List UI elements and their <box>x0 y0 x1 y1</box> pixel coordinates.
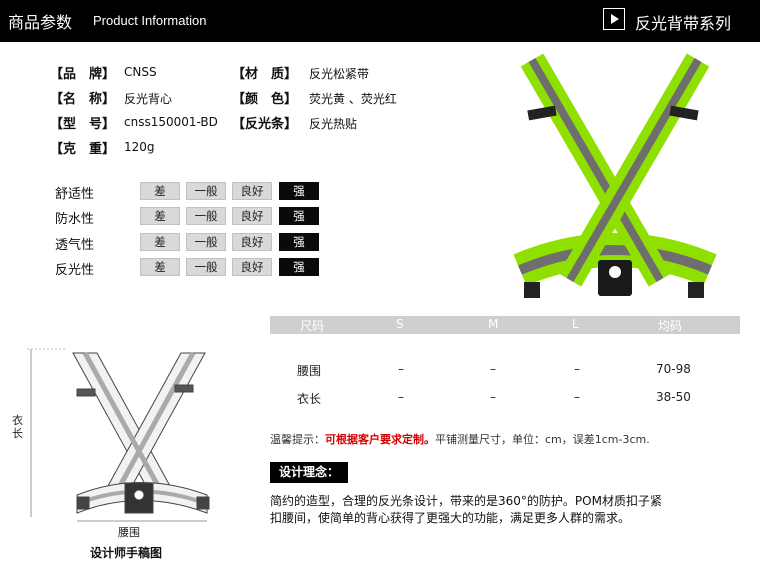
rating-option: 一般 <box>186 207 226 225</box>
spec-weight-key: 【克 重】 <box>50 142 116 157</box>
spec-material-value: 反光松紧带 <box>309 67 370 81</box>
rating-option: 强 <box>279 207 319 225</box>
concept-body: 简约的造型，合理的反光条设计，带来的是360°的防护。POM材质扣子紧扣腰间，使… <box>270 494 662 525</box>
rating-option: 差 <box>140 182 180 200</box>
spec-name-key: 【名 称】 <box>50 92 116 107</box>
rating-option: 差 <box>140 233 180 251</box>
concept-title: 设计理念： <box>270 462 348 483</box>
rating-option: 良好 <box>232 258 272 276</box>
rating-option: 良好 <box>232 233 272 251</box>
size-cell: 70-98 <box>656 362 691 376</box>
spec-strip-key: 【反光条】 <box>232 117 298 132</box>
play-icon[interactable] <box>603 8 625 30</box>
rating-option: 良好 <box>232 182 272 200</box>
spec-model-value: cnss150001-BD <box>124 115 218 129</box>
size-header-free: 均码 <box>658 319 683 333</box>
tip-custom-note: 可根据客户要求定制。 <box>325 433 435 446</box>
size-cell: – <box>490 362 496 376</box>
header-bar <box>0 0 760 42</box>
spec-color-value: 荧光黄 、荧光红 <box>309 92 397 106</box>
size-row-waist-name: 腰围 <box>297 364 322 378</box>
rating-option: 一般 <box>186 233 226 251</box>
rating-label: 舒适性 <box>55 187 95 202</box>
rating-option: 一般 <box>186 182 226 200</box>
spec-color-key: 【颜 色】 <box>232 92 298 107</box>
spec-name-value: 反光背心 <box>124 92 173 106</box>
size-cell: – <box>490 390 496 404</box>
size-cell: – <box>574 362 580 376</box>
designer-sketch-image <box>27 348 210 522</box>
rating-option: 强 <box>279 182 319 200</box>
rating-option: 差 <box>140 258 180 276</box>
section-title-en: Product Information <box>93 13 207 28</box>
rating-option: 良好 <box>232 207 272 225</box>
sketch-length-label: 衣长 <box>12 414 23 440</box>
section-title-cn: 商品参数 <box>8 13 73 32</box>
rating-option: 强 <box>279 233 319 251</box>
series-title: 反光背带系列 <box>635 14 732 33</box>
spec-brand-key: 【品 牌】 <box>50 67 116 82</box>
size-header-l: L <box>572 317 579 331</box>
size-table-header <box>270 316 740 334</box>
spec-strip-value: 反光热贴 <box>309 117 358 131</box>
sketch-waist-label: 腰围 <box>118 526 140 539</box>
rating-option: 差 <box>140 207 180 225</box>
size-header-size: 尺码 <box>300 319 325 333</box>
size-cell: 38-50 <box>656 390 691 404</box>
size-row-length-name: 衣长 <box>297 392 322 406</box>
spec-material-key: 【材 质】 <box>232 67 298 82</box>
rating-option: 一般 <box>186 258 226 276</box>
tip-details: 平铺测量尺寸，单位：cm，误差1cm-3cm. <box>435 433 650 446</box>
rating-label: 防水性 <box>55 212 95 227</box>
product-vest-image <box>513 53 717 298</box>
rating-label: 反光性 <box>55 263 95 278</box>
size-cell: – <box>574 390 580 404</box>
spec-weight-value: 120g <box>124 140 155 154</box>
size-cell: – <box>398 362 404 376</box>
spec-brand-value: CNSS <box>124 65 157 79</box>
size-header-m: M <box>488 317 499 331</box>
rating-option: 强 <box>279 258 319 276</box>
tip-prefix: 温馨提示： <box>270 433 325 446</box>
size-cell: – <box>398 390 404 404</box>
size-header-s: S <box>396 317 404 331</box>
sketch-caption: 设计师手稿图 <box>90 546 163 560</box>
rating-label: 透气性 <box>55 238 95 253</box>
spec-model-key: 【型 号】 <box>50 117 116 132</box>
measurement-tip: 温馨提示：可根据客户要求定制。平铺测量尺寸，单位：cm，误差1cm-3cm. <box>270 431 650 447</box>
